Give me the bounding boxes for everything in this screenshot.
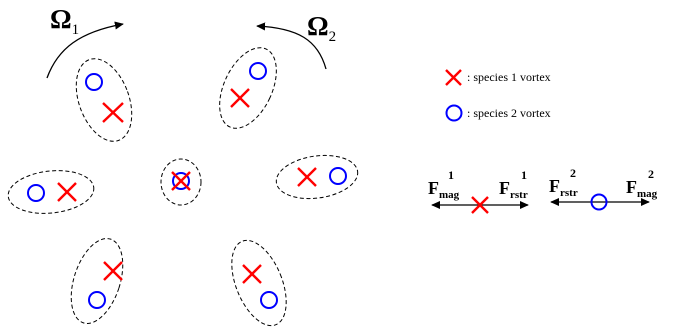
species1-vortex bbox=[171, 171, 191, 191]
force-label-rstr1: Frstr bbox=[499, 178, 528, 201]
species2-vortex bbox=[260, 291, 278, 309]
species2-vortex bbox=[172, 172, 190, 190]
vortex-pair-top-left bbox=[75, 58, 133, 142]
legend-species1-label: : species 1 vortex bbox=[467, 70, 551, 84]
vortex-pair-outline bbox=[160, 158, 202, 206]
species2-vortex bbox=[249, 62, 267, 80]
species1-vortex bbox=[230, 88, 250, 108]
force-label-rstr2-sup: 2 bbox=[570, 166, 576, 180]
legend-species2-marker bbox=[445, 104, 463, 122]
omega1-symbol: Ω bbox=[50, 4, 72, 34]
species1-vortex bbox=[242, 264, 262, 284]
omega1-label: Ω1 bbox=[50, 4, 79, 38]
vortex-pair-outline bbox=[70, 238, 124, 324]
vortex-pair-outline bbox=[75, 58, 133, 142]
legend: : species 1 vortex : species 2 vortex bbox=[445, 69, 551, 122]
vortex-pair-bottom-right bbox=[231, 239, 287, 327]
species2-vortex bbox=[27, 184, 45, 202]
rotation-arrow-omega1 bbox=[46, 21, 124, 79]
vortex-pair-outline bbox=[7, 170, 95, 214]
legend-species2-label: : species 2 vortex bbox=[467, 106, 551, 120]
species1-vortex bbox=[471, 196, 489, 214]
force-label-rstr1-sup: 1 bbox=[521, 168, 527, 182]
force-diagram-species2: Frstr 2 Fmag 2 bbox=[549, 166, 658, 211]
species1-vortex bbox=[103, 261, 123, 281]
force-diagram-species1: Fmag 1 Frstr 1 bbox=[428, 168, 529, 214]
species1-vortex bbox=[297, 167, 317, 187]
species2-vortex bbox=[590, 193, 608, 211]
vortex-pair-outline bbox=[231, 239, 287, 327]
force-label-mag1-sup: 1 bbox=[448, 168, 454, 182]
species2-vortex bbox=[329, 167, 347, 185]
legend-species1-marker bbox=[445, 69, 462, 86]
species1-vortex bbox=[57, 182, 77, 202]
omega1-subscript: 1 bbox=[72, 22, 80, 38]
vortex-pair-outline bbox=[219, 47, 277, 129]
omega2-subscript: 2 bbox=[329, 29, 337, 45]
vortex-pair-top-right bbox=[219, 47, 277, 129]
vortex-pair-middle-right bbox=[275, 154, 359, 200]
force-label-mag2-sup: 2 bbox=[648, 167, 654, 181]
rotation-arrow-omega2 bbox=[256, 22, 327, 70]
species2-vortex bbox=[85, 73, 103, 91]
vortex-pair-bottom-left bbox=[70, 238, 124, 324]
force-label-mag2: Fmag bbox=[626, 177, 658, 200]
force-label-rstr2: Frstr bbox=[549, 176, 578, 199]
vortex-pair-center bbox=[160, 158, 202, 206]
force-label-mag1: Fmag bbox=[428, 178, 460, 201]
omega2-symbol: Ω bbox=[307, 11, 329, 41]
vortex-pair-middle-left bbox=[7, 170, 95, 214]
omega2-label: Ω2 bbox=[307, 11, 336, 45]
species1-vortex bbox=[102, 102, 124, 123]
vortex-pair-outline bbox=[275, 154, 359, 200]
species2-vortex bbox=[88, 291, 106, 309]
